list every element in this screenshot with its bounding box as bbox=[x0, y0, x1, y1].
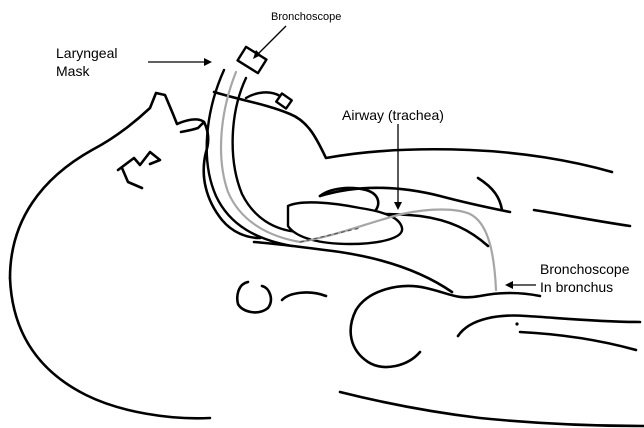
arrowhead-bronchus bbox=[505, 281, 513, 289]
eyelid bbox=[122, 168, 142, 188]
throat-top bbox=[214, 92, 612, 172]
arm-lower bbox=[351, 310, 420, 367]
elbow-curve bbox=[520, 332, 636, 350]
ear bbox=[237, 282, 271, 312]
face-profile bbox=[10, 93, 204, 278]
lma-pilot-line bbox=[246, 92, 280, 98]
arrowhead-laryngeal-mask bbox=[204, 58, 212, 66]
laryngeal-mask-label-line2: Mask bbox=[56, 62, 118, 80]
laryngeal-mask-label: Laryngeal Mask bbox=[56, 44, 118, 80]
skull-outline bbox=[10, 278, 210, 418]
bronchoscope-bronchus-label-line1: Bronchoscope bbox=[540, 260, 630, 278]
arm-contour bbox=[282, 293, 326, 300]
lma-cuff bbox=[288, 202, 402, 244]
airway-label: Airway (trachea) bbox=[342, 106, 444, 124]
eye bbox=[118, 152, 160, 170]
bronchoscope-bronchus-label-line2: In bronchus bbox=[540, 278, 630, 296]
chest-dot bbox=[515, 322, 518, 325]
bronchoscope-bronchus-label: Bronchoscope In bronchus bbox=[540, 260, 630, 296]
torso-bottom bbox=[340, 392, 644, 426]
arrowhead-airway bbox=[394, 202, 402, 210]
bronchoscope-top-label: Bronchoscope bbox=[271, 11, 341, 24]
arrow-bronchoscope-top bbox=[256, 26, 286, 56]
neck-front bbox=[254, 242, 452, 292]
shoulder-top bbox=[534, 210, 630, 226]
laryngeal-mask-label-line1: Laryngeal bbox=[56, 44, 118, 62]
